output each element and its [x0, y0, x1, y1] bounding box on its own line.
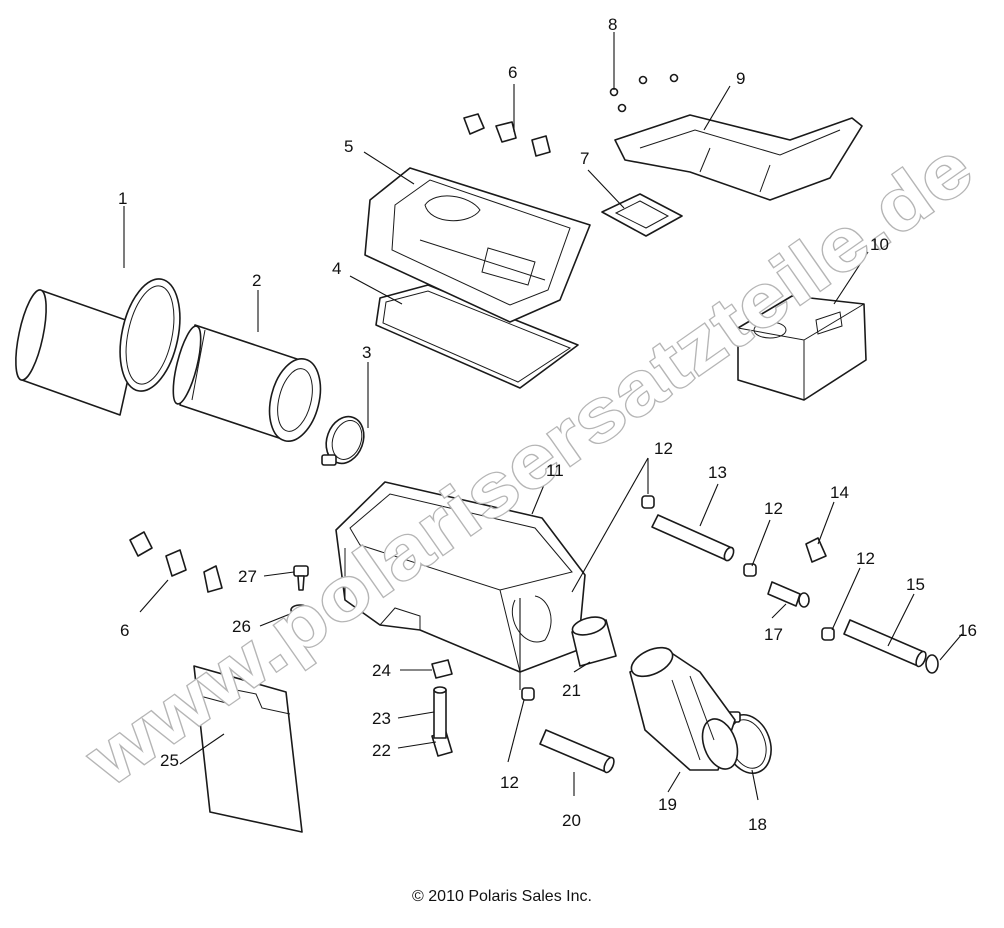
part-6-clips-left [129, 531, 223, 593]
callout-6-left: 6 [120, 621, 129, 640]
callout-4: 4 [332, 259, 341, 278]
part-4-gasket [375, 284, 579, 389]
part-14-clip [805, 537, 827, 563]
callout-10: 10 [870, 235, 889, 254]
callout-22: 22 [372, 741, 391, 760]
callout-23: 23 [372, 709, 391, 728]
part-16-spring-clip [925, 654, 939, 674]
callout-12-b: 12 [764, 499, 783, 518]
part-25-shield [193, 665, 303, 833]
callout-11: 11 [546, 461, 564, 480]
part-27-bolt [293, 565, 309, 591]
callout-26: 26 [232, 617, 251, 636]
callout-9: 9 [736, 69, 745, 88]
callout-5: 5 [344, 137, 353, 156]
callout-20: 20 [562, 811, 581, 830]
part-5-cover [364, 167, 591, 323]
callouts: 1 2 3 4 5 6 7 8 9 10 11 12 13 12 14 12 1… [118, 15, 977, 834]
part-17-valve [767, 581, 810, 608]
part-9-intake-duct [614, 114, 863, 201]
part-26-washer [290, 604, 310, 616]
callout-12-c: 12 [856, 549, 875, 568]
callout-8: 8 [608, 15, 617, 34]
part-20-hose [539, 729, 615, 774]
callout-25: 25 [160, 751, 179, 770]
part-13-hose [651, 514, 735, 562]
callout-1: 1 [118, 189, 127, 208]
part-7-gasket-small [601, 193, 683, 237]
part-24-clamp [431, 659, 453, 679]
part-15-hose [843, 619, 927, 668]
callout-21: 21 [562, 681, 581, 700]
callout-7: 7 [580, 149, 589, 168]
part-21-coupler [571, 616, 617, 667]
part-23-tube [433, 686, 447, 739]
part-19-intake-boot [629, 646, 739, 771]
callout-24: 24 [372, 661, 391, 680]
callout-6-top: 6 [508, 63, 517, 82]
part-1-prefilter [15, 278, 181, 416]
callout-15: 15 [906, 575, 925, 594]
part-2-filter-element [172, 324, 322, 442]
callout-3: 3 [362, 343, 371, 362]
part-3-clamp [321, 415, 365, 466]
callout-27: 27 [238, 567, 257, 586]
part-8-screws [609, 73, 679, 113]
part-10-foam-block [737, 295, 867, 401]
part-6-clips-top [463, 113, 551, 157]
callout-18: 18 [748, 815, 767, 834]
callout-19: 19 [658, 795, 677, 814]
callout-14: 14 [830, 483, 849, 502]
part-12-clamps [521, 495, 835, 701]
copyright-notice: © 2010 Polaris Sales Inc. [412, 888, 592, 905]
leader-lines [123, 32, 963, 801]
callout-13: 13 [708, 463, 727, 482]
callout-16: 16 [958, 621, 977, 640]
part-11-airbox [335, 481, 586, 673]
callout-17: 17 [764, 625, 783, 644]
callout-12-d: 12 [500, 773, 519, 792]
callout-12-a: 12 [654, 439, 673, 458]
callout-2: 2 [252, 271, 261, 290]
